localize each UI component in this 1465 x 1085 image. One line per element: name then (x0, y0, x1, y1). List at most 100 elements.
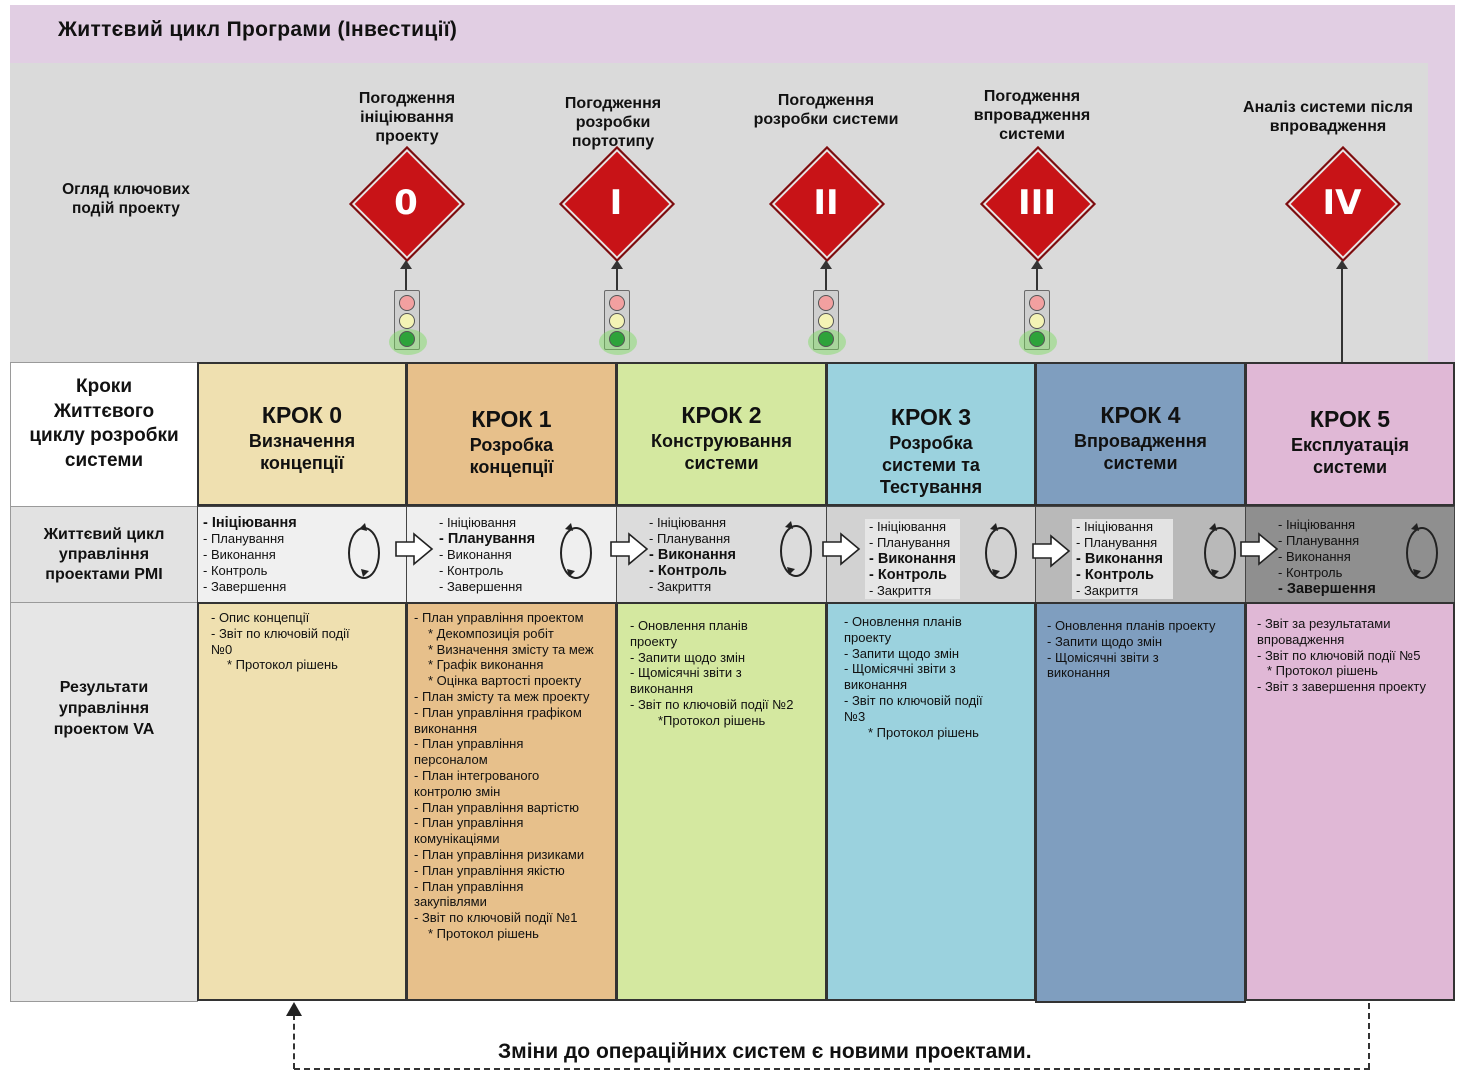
result-item: - Оновлення планів проекту (1047, 618, 1216, 633)
result-item: - Запити щодо змін (844, 645, 960, 661)
pmi-cell-4: - Ініціювання - Планування - Виконання -… (1035, 506, 1246, 603)
result-item: - Звіт з завершення проекту (1257, 679, 1426, 695)
pmi-5-item: - Завершення (1278, 581, 1376, 597)
pmi-3-item: - Закриття (869, 583, 932, 598)
results-step-1: - План управління проектом * Декомпозиці… (406, 602, 617, 1001)
pmi-3-item: - Виконання (869, 551, 956, 567)
title-band (10, 5, 1455, 65)
result-item: виконання (414, 720, 478, 736)
pmi-2-item: - Закриття (649, 579, 712, 594)
results-label: Результати управління проектом VA (53, 679, 155, 738)
gate-2-traffic-light (808, 290, 846, 355)
pmi-list-5: - Ініціювання - Планування - Виконання -… (1278, 517, 1376, 597)
pmi-cell-2: - Ініціювання - Планування - Виконання -… (616, 506, 827, 603)
step-5-name: Експлуатація системи (1290, 435, 1410, 477)
step-3-number: КРОК 3 (890, 404, 972, 430)
gate-1-arrowhead (611, 260, 623, 269)
step-3-box: КРОК 3 Розробка системи та Тестування (826, 362, 1036, 506)
pmi-cell-0: - Ініціювання - Планування - Виконання -… (197, 506, 407, 603)
step-4-name: Впровадження системи (1074, 431, 1207, 473)
pmi-5-item: - Планування (1278, 533, 1360, 548)
gate-1-label: Погодження розробки портотипу (564, 95, 662, 150)
result-item: - Оновлення планів (630, 618, 748, 633)
step-0-box: КРОК 0 Визначення концепції (197, 362, 407, 506)
result-item: - Щомісячні звіти з (844, 661, 956, 677)
result-item: - Щомісячні звіти з (630, 665, 742, 681)
gate-0-traffic-light (389, 290, 427, 355)
result-item: - Звіт по ключовій події №2 (630, 696, 794, 712)
results-step-5: - Звіт за результатами впровадження - Зв… (1245, 602, 1455, 1001)
step-1-number: КРОК 1 (471, 406, 552, 432)
gate-3-arrowhead (1031, 260, 1043, 269)
step-0-name: Визначення концепції (248, 431, 356, 473)
result-item: - План управління якістю (414, 862, 565, 878)
pmi-5-item: - Виконання (1278, 549, 1351, 564)
gate-3-stem (1036, 268, 1038, 290)
step-4-number: КРОК 4 (1100, 402, 1181, 428)
result-item: * Протокол рішень (428, 925, 539, 941)
pmi-1-item: - Ініціювання (439, 515, 517, 530)
pmi-2-item: - Контроль (649, 563, 727, 579)
pmi-list-0: - Ініціювання - Планування - Виконання -… (203, 515, 297, 595)
step-1-box: КРОК 1 Розробка концепції (406, 362, 617, 506)
result-item: - План управління вартістю (414, 799, 579, 815)
result-item: №0 (211, 641, 233, 657)
pmi-list-3: - Ініціювання - Планування - Виконання -… (865, 519, 960, 599)
pmi-header: Життєвий цикл управління проектами PMI (10, 506, 198, 604)
result-item: виконання (630, 681, 694, 697)
pmi-0-item: - Ініціювання (203, 515, 297, 531)
result-item: * Протокол рішень (227, 657, 338, 673)
step-2-number: КРОК 2 (681, 402, 762, 428)
pmi-5-item: - Ініціювання (1278, 517, 1356, 532)
result-item: - План інтегрованого (414, 767, 540, 783)
result-item: * Визначення змісту та меж (428, 641, 594, 657)
result-item: - Звіт по ключовій події №1 (414, 910, 578, 926)
pmi-0-item: - Виконання (203, 547, 276, 562)
result-item: - Запити щодо змін (1047, 633, 1163, 649)
result-item: * Графік виконання (428, 657, 544, 673)
gate-4-arrowhead (1336, 260, 1348, 269)
pmi-4-item: - Виконання (1076, 551, 1163, 567)
result-item: - План управління (414, 878, 524, 894)
result-item: * Декомпозиція робіт (428, 625, 554, 641)
step-3-name: Розробка системи та Тестування (879, 433, 983, 497)
result-item: проекту (844, 629, 892, 645)
pmi-1-item: - Контроль (439, 563, 504, 578)
result-item: закупівлями (414, 894, 487, 910)
gate-0-label: Погодження ініціювання проекту (358, 90, 456, 145)
result-item: - Опис концепції (211, 610, 310, 625)
gate-4-symbol: IV (1322, 183, 1362, 223)
pmi-1-item: - Завершення (439, 579, 523, 594)
pmi-list-4: - Ініціювання - Планування - Виконання -… (1072, 519, 1173, 599)
lifecycle-steps-header: Кроки Життєвого циклу розробки системи (10, 362, 198, 507)
cycle-icon (780, 525, 812, 577)
pmi-list-1: - Ініціювання - Планування - Виконання -… (439, 515, 535, 595)
gate-0-arrowhead (400, 260, 412, 269)
result-item: - План управління (414, 815, 524, 831)
key-events-band (10, 63, 1430, 363)
results-step-3: - Оновлення планів проекту - Запити щодо… (826, 602, 1036, 1001)
cycle-icon (1406, 527, 1438, 579)
result-item: контролю змін (414, 783, 501, 799)
result-item: - Звіт по ключовій події №5 (1257, 647, 1421, 663)
gate-4-stem (1341, 268, 1343, 362)
result-item: - Звіт за результатами (1257, 616, 1391, 631)
result-item: - План управління графіком (414, 704, 582, 720)
lifecycle-steps-label: Кроки Життєвого циклу розробки системи (29, 376, 179, 471)
result-item: * Протокол рішень (1267, 663, 1378, 679)
feedback-arrowhead (286, 1002, 302, 1016)
result-item: впровадження (1257, 631, 1345, 647)
result-item: - План управління (414, 736, 524, 752)
results-header: Результати управління проектом VA (10, 602, 198, 1002)
pmi-4-item: - Контроль (1076, 567, 1154, 583)
step-5-number: КРОК 5 (1309, 406, 1391, 432)
result-item: виконання (1047, 665, 1111, 681)
pmi-label: Життєвий цикл управління проектами PMI (43, 526, 165, 583)
gate-0-symbol: 0 (394, 183, 418, 223)
pmi-cell-3: - Ініціювання - Планування - Виконання -… (826, 506, 1036, 603)
pmi-1-item: - Виконання (439, 547, 512, 562)
results-step-4: - Оновлення планів проекту - Запити щодо… (1035, 602, 1246, 1003)
pmi-3-item: - Планування (869, 535, 951, 550)
cycle-icon (1204, 527, 1236, 579)
step-2-name: Конструювання системи (651, 431, 792, 473)
